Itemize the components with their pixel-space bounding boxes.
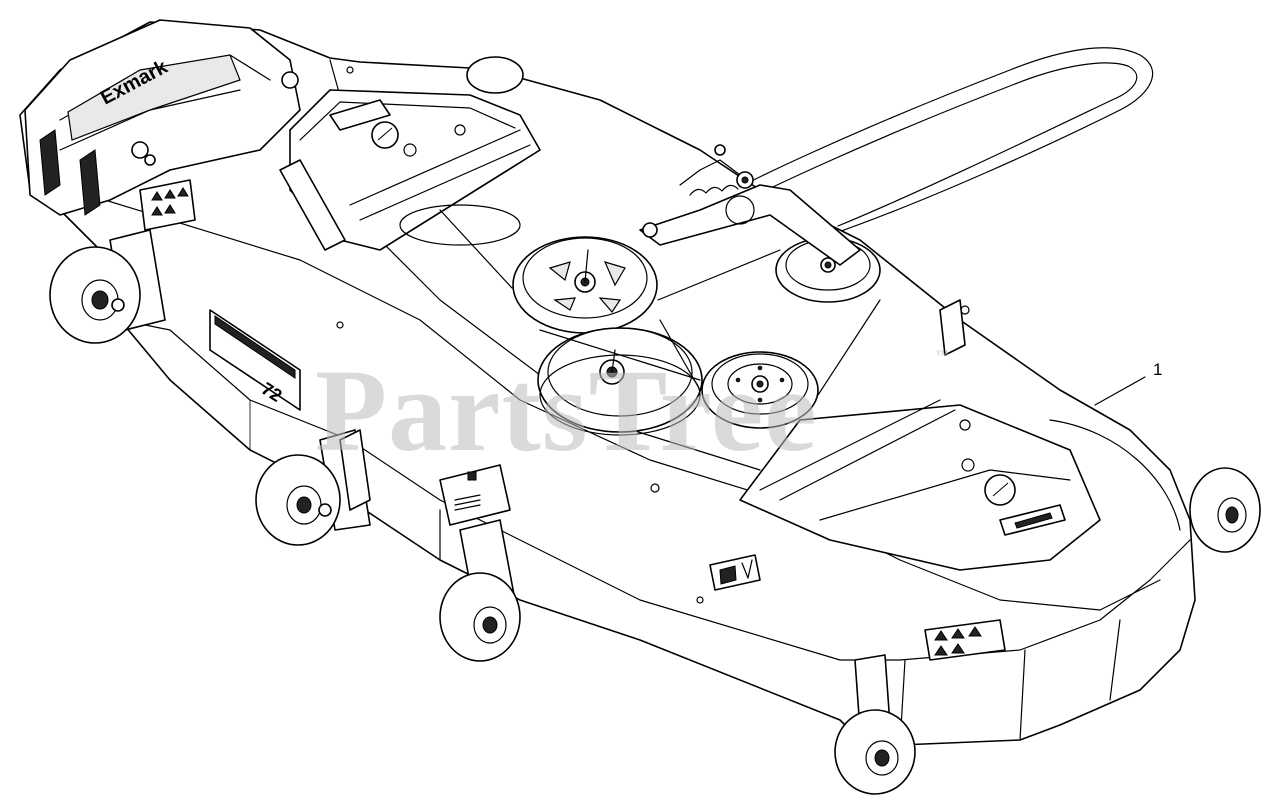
callout-leader-line bbox=[1094, 376, 1146, 406]
deck-fasteners bbox=[336, 66, 970, 604]
caster-wheel-front-right bbox=[834, 654, 916, 795]
idler-pulley-center bbox=[701, 351, 819, 429]
idler-arm-assembly bbox=[639, 144, 861, 266]
spindle-cover-right bbox=[739, 399, 1101, 571]
caster-wheel-rear-top bbox=[466, 56, 524, 94]
decal-height-indicator bbox=[709, 554, 761, 591]
watermark-trademark: ™ bbox=[935, 347, 949, 363]
pulley-upper-center bbox=[512, 236, 658, 334]
caster-wheel-front-center bbox=[439, 519, 521, 662]
left-discharge-housing: Exmark bbox=[24, 19, 301, 216]
callout-1[interactable]: 1 bbox=[1094, 360, 1162, 406]
callout-number[interactable]: 1 bbox=[1153, 360, 1162, 379]
caster-wheel-front-left bbox=[49, 229, 166, 344]
drive-belt bbox=[659, 47, 1153, 241]
warning-decal-left bbox=[139, 179, 196, 231]
watermark-text: PartsTree bbox=[315, 345, 818, 476]
warning-decal-right bbox=[924, 619, 1006, 661]
spindle-cover-left bbox=[279, 89, 541, 251]
decal-operation-center bbox=[439, 464, 511, 526]
deck-belt-path bbox=[439, 209, 881, 396]
caster-wheel-rear-right bbox=[1189, 467, 1261, 553]
